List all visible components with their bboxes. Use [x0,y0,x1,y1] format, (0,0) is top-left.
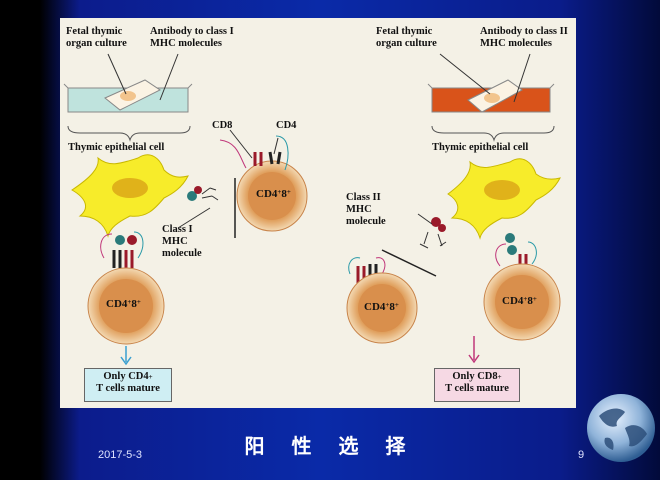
left-brace [67,125,191,142]
right-epithelial-nucleus [484,180,520,200]
slide-page-number: 9 [578,449,585,461]
left-bottom-thymocyte [87,267,165,345]
slide-title: 阳 性 选 择 [244,434,416,458]
left-culture-dish [63,53,193,113]
right-result-box: Only CD8+ T cells mature [434,368,520,402]
globe-icon [587,394,655,462]
right-mhc-label: Class II MHC molecule [346,192,386,227]
slide-date: 2017-5-3 [98,449,143,461]
right-antibody-label: Antibody to class II MHC molecules [480,26,568,49]
left-culture-label: Fetal thymic organ culture [66,26,127,49]
left-bottom-cell-label: CD4+8+ [106,298,141,310]
right-left-cell-label: CD4+8+ [364,301,399,313]
left-top-cell-label: CD4+8+ [256,188,291,200]
right-culture-label: Fetal thymic organ culture [376,26,437,49]
arrow-down-icon [120,346,132,366]
left-bottom-receptor [100,231,144,268]
right-brace [431,125,555,142]
left-class1-mhc [177,186,219,229]
right-culture-dish [427,53,555,113]
right-right-cell-label: CD4+8+ [502,295,537,307]
left-epithelial-label: Thymic epithelial cell [68,142,165,153]
arrow-down-icon-right [468,336,480,364]
diagram-graphics [63,53,561,366]
right-right-receptor [495,233,537,270]
left-result-box: Only CD4+ T cells mature [84,368,172,402]
right-divider [381,249,437,277]
right-left-thymocyte [346,272,418,344]
right-epithelial-label: Thymic epithelial cell [432,142,529,153]
left-epithelial-nucleus [112,178,148,198]
right-class2-mhc [417,213,447,249]
left-antibody-label: Antibody to class I MHC molecules [150,26,234,49]
left-top-thymocyte [219,129,308,232]
figure-panel: Fetal thymic organ culture Antibody to c… [60,18,576,408]
left-cd8-label: CD8 [212,120,233,131]
left-cd4-label: CD4 [276,120,297,131]
right-right-thymocyte [483,263,561,341]
left-mhc-label: Class I MHC molecule [162,224,202,259]
